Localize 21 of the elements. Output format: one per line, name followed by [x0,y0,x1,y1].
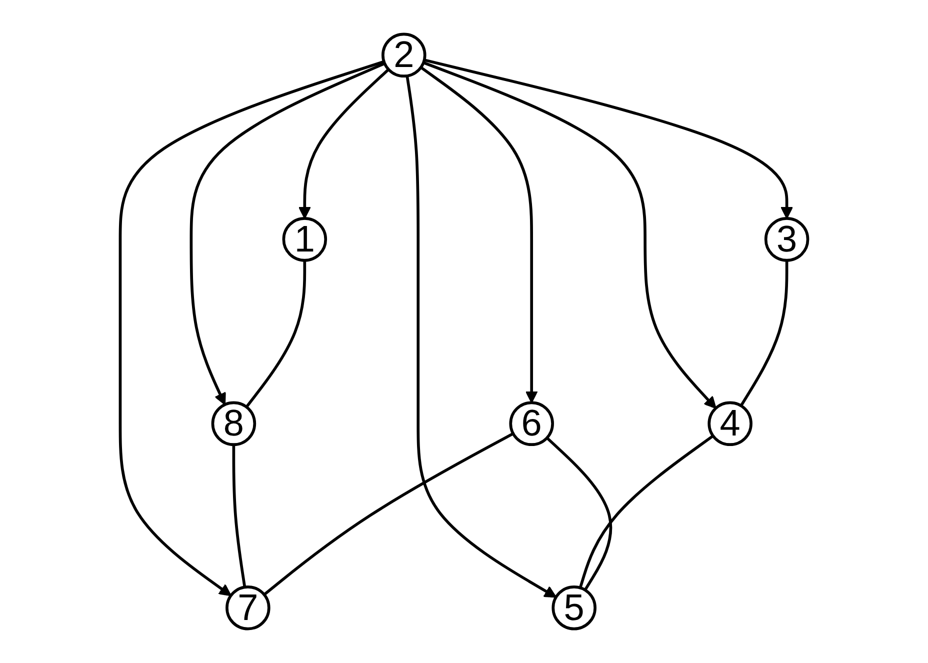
arrow [190,62,386,406]
connector [245,260,306,408]
connector [263,432,514,596]
node-circle: 6 [509,401,554,446]
arrow [406,76,557,598]
node-circle: 4 [708,401,752,446]
node-circle: 7 [226,585,270,630]
arrow [118,60,384,596]
node-circle: 3 [764,216,810,262]
arrow [424,58,794,219]
connector [232,444,246,588]
node-circle: 8 [211,401,256,446]
arrow [298,68,390,219]
node-circle: 2 [382,32,426,78]
node-circle: 1 [282,216,328,262]
connector [740,260,788,407]
connector [578,434,714,588]
connector [546,436,612,591]
arrow [422,61,716,409]
arrow [420,66,538,404]
node-circle: 5 [552,585,596,630]
